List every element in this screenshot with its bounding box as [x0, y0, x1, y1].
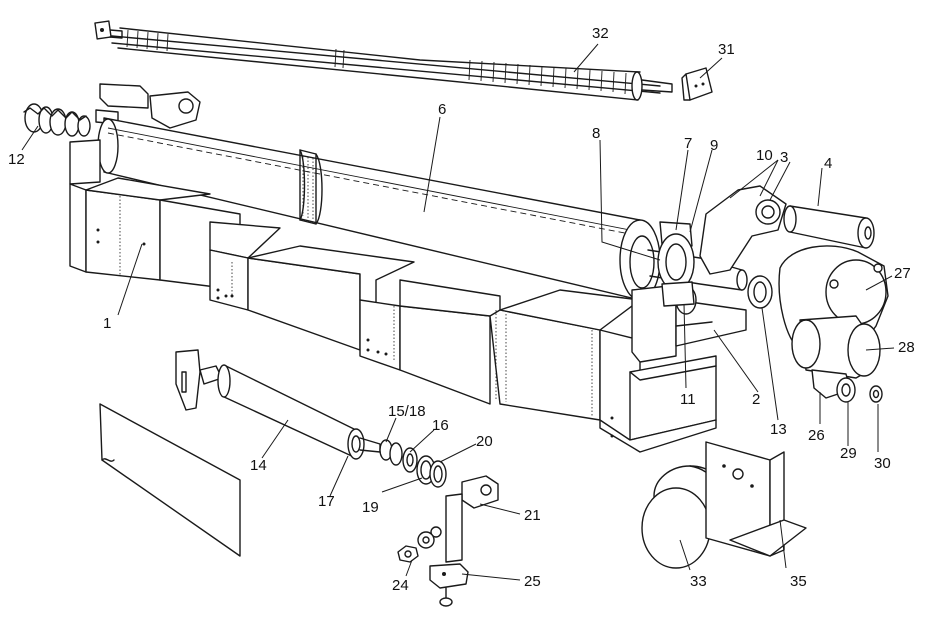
- part-15-18-ring-set: [379, 439, 403, 466]
- callout-15-18: 15/18: [388, 403, 426, 420]
- callout-4: 4: [824, 155, 833, 172]
- part-31-end-block: [681, 67, 713, 101]
- callout-12: 12: [8, 151, 25, 168]
- part-13-ring: [747, 275, 773, 309]
- callout-10: 10: [756, 147, 773, 164]
- callout-35: 35: [790, 573, 807, 590]
- callout-31: 31: [718, 41, 735, 58]
- callout-16: 16: [432, 417, 449, 434]
- part-25-clamp: [429, 563, 469, 607]
- callout-28: 28: [898, 339, 915, 356]
- callout-20: 20: [476, 433, 493, 450]
- callout-11: 11: [680, 391, 696, 408]
- part-12-spring-assembly: [23, 103, 91, 137]
- part-24-nut: [397, 531, 435, 563]
- callout-8: 8: [592, 125, 601, 142]
- callout-3: 3: [780, 149, 789, 166]
- callout-13: 13: [770, 421, 787, 438]
- callout-2: 2: [752, 391, 761, 408]
- callout-9: 9: [710, 137, 719, 154]
- part-30-nut: [869, 385, 883, 403]
- callout-21: 21: [524, 507, 541, 524]
- part-20-ring: [429, 460, 447, 488]
- callout-6: 6: [438, 101, 447, 118]
- callout-32: 32: [592, 25, 609, 42]
- part-21-support-bracket: [430, 475, 499, 563]
- part-32-threaded-rod: [94, 20, 673, 101]
- part-29-bearing: [836, 377, 856, 403]
- part-7-9-11-bearing-group: [657, 221, 695, 307]
- part-1-machine-frame: [69, 139, 717, 453]
- callout-26: 26: [808, 427, 825, 444]
- callout-14: 14: [250, 457, 267, 474]
- part-28-motor: [791, 315, 881, 379]
- blade-plate: [99, 403, 241, 557]
- part-16-ring: [402, 447, 418, 473]
- callout-33: 33: [690, 573, 707, 590]
- callout-29: 29: [840, 445, 857, 462]
- callout-1: 1: [103, 315, 112, 332]
- leader-lines: [21, 43, 895, 581]
- callout-30: 30: [874, 455, 891, 472]
- callout-19: 19: [362, 499, 379, 516]
- part-14-lower-roller: [175, 349, 381, 460]
- callout-17: 17: [318, 493, 335, 510]
- part-4-cylinder: [783, 205, 875, 249]
- left-shaft-bracket: [95, 83, 201, 129]
- callout-27: 27: [894, 265, 911, 282]
- callout-25: 25: [524, 573, 541, 590]
- part-3-swing-arm: [699, 185, 787, 275]
- part-35-stand: [705, 441, 807, 557]
- callout-7: 7: [684, 135, 693, 152]
- callout-24: 24: [392, 577, 409, 594]
